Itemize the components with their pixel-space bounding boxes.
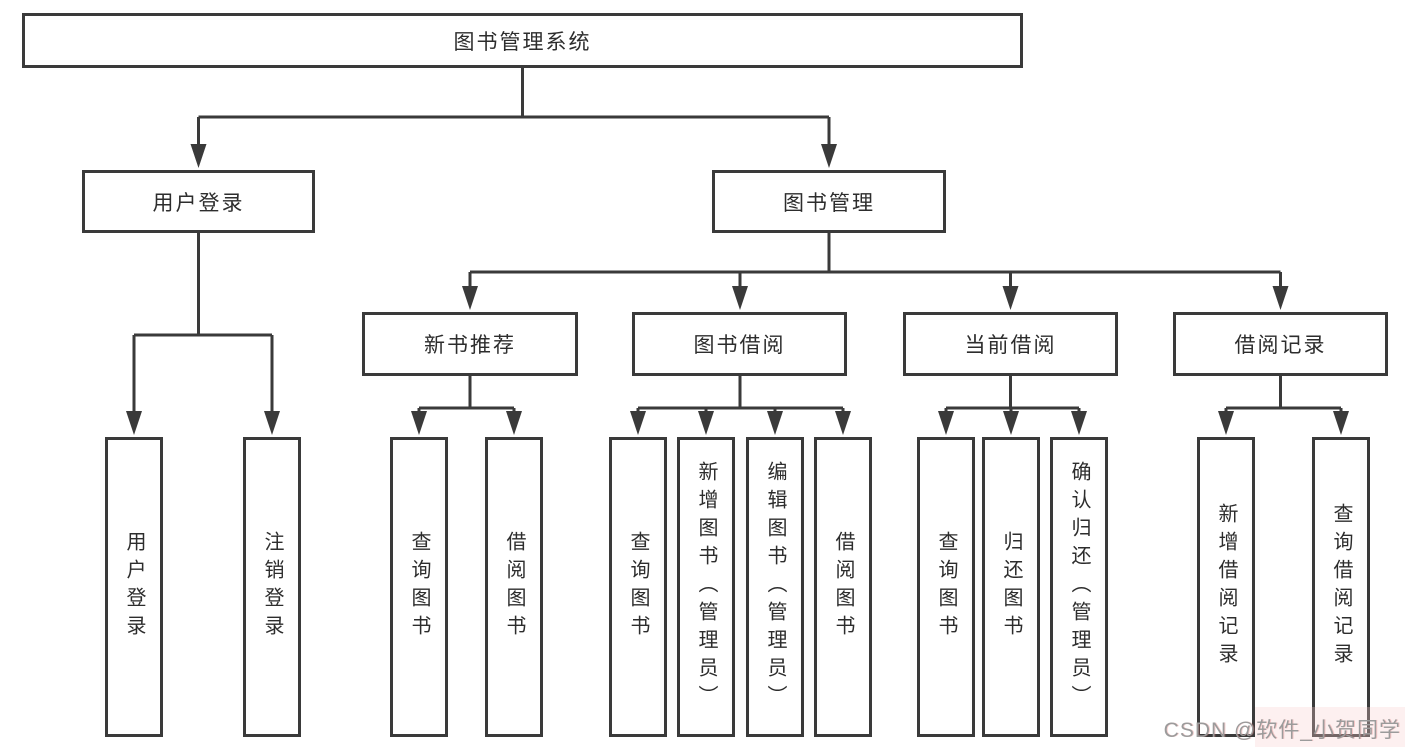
leaf-borrow-books-borrowing-label: 借阅图书 [832,531,854,643]
node-book-management-label: 图书管理 [783,191,875,215]
leaf-confirm-return-admin: 确认归还（管理员） [1050,437,1108,737]
leaf-borrow-books-recommend-label: 借阅图书 [503,531,525,643]
node-new-book-recommend: 新书推荐 [362,312,578,376]
leaf-query-books-borrowing-label: 查询图书 [627,531,649,643]
leaf-user-login-label: 用户登录 [123,531,145,643]
node-borrowing-records-label: 借阅记录 [1234,334,1327,357]
watermark: CSDN @软件_小贺同学 [1163,719,1401,742]
leaf-add-book-admin: 新增图书（管理员） [677,437,735,737]
node-current-borrowing: 当前借阅 [903,312,1118,376]
node-borrowing-records: 借阅记录 [1173,312,1388,376]
leaf-edit-book-admin: 编辑图书（管理员） [746,437,804,737]
leaf-return-book-label: 归还图书 [1000,531,1022,643]
leaf-edit-book-admin-label: 编辑图书（管理员） [764,461,786,713]
node-book-borrowing: 图书借阅 [632,312,847,376]
node-root-label: 图书管理系统 [453,30,592,54]
leaf-add-borrow-record: 新增借阅记录 [1197,437,1255,737]
arrowheads [126,144,1349,435]
leaf-query-books-borrowing: 查询图书 [609,437,667,737]
leaf-logout-label: 注销登录 [261,531,283,643]
node-user-login: 用户登录 [82,170,315,233]
node-book-management: 图书管理 [712,170,946,233]
leaf-borrow-books-borrowing: 借阅图书 [814,437,872,737]
node-current-borrowing-label: 当前借阅 [964,334,1057,357]
leaf-confirm-return-admin-label: 确认归还（管理员） [1068,461,1090,713]
node-user-login-label: 用户登录 [152,191,245,215]
node-root-system: 图书管理系统 [22,13,1023,68]
leaf-query-books-current-label: 查询图书 [935,531,957,643]
leaf-query-books-recommend-label: 查询图书 [408,531,430,643]
leaf-query-books-current: 查询图书 [917,437,975,737]
leaf-logout: 注销登录 [243,437,301,737]
leaf-query-borrow-record-label: 查询借阅记录 [1330,503,1352,671]
leaf-borrow-books-recommend: 借阅图书 [485,437,543,737]
leaf-user-login: 用户登录 [105,437,163,737]
node-new-book-recommend-label: 新书推荐 [424,334,516,357]
leaf-query-books-recommend: 查询图书 [390,437,448,737]
leaf-query-borrow-record: 查询借阅记录 [1312,437,1370,737]
leaf-add-borrow-record-label: 新增借阅记录 [1215,503,1237,671]
leaf-add-book-admin-label: 新增图书（管理员） [695,461,717,713]
leaf-return-book: 归还图书 [982,437,1040,737]
node-book-borrowing-label: 图书借阅 [693,334,786,357]
